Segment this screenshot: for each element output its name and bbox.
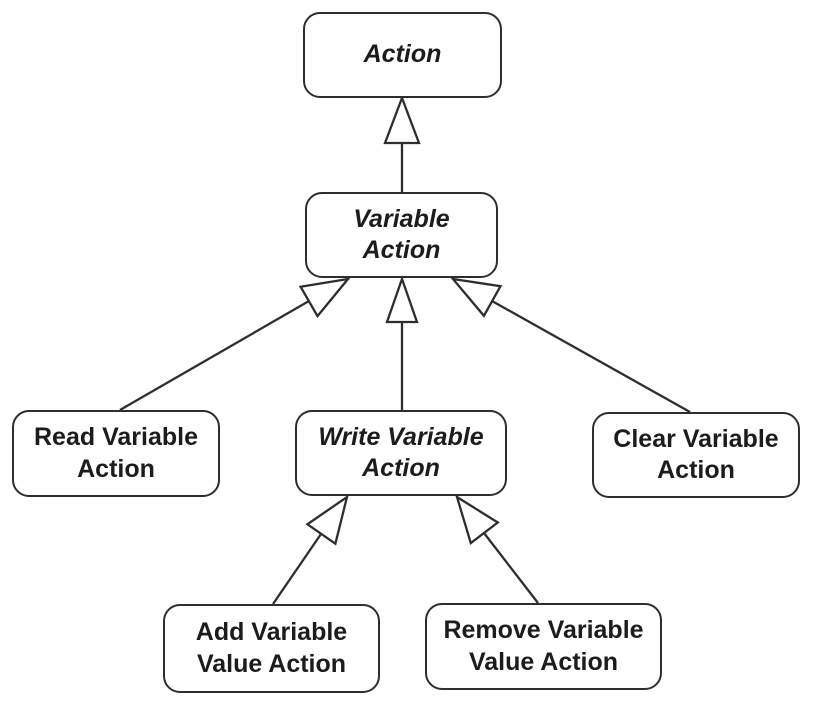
hollow-triangle-arrowhead-icon [383, 94, 421, 145]
node-label-line: Remove Variable [443, 616, 644, 644]
node-label-line: Read Variable [34, 423, 198, 451]
node-add-variable-value-action: Add Variable Value Action [163, 604, 380, 693]
edge-remove-variable-value-action-to-write-variable-action [455, 494, 539, 604]
node-label-line: Action [362, 236, 441, 264]
node-remove-variable-value-action: Remove Variable Value Action [425, 603, 662, 690]
node-variable-action: Variable Action [305, 192, 498, 278]
node-write-variable-action: Write Variable Action [295, 410, 507, 496]
node-action: Action [303, 12, 502, 98]
node-label-line: Value Action [196, 649, 347, 678]
node-label-line: Value Action [468, 647, 619, 676]
node-label-line: Action [362, 454, 440, 482]
node-label-line: Variable [353, 204, 450, 233]
node-label-line: Add Variable [195, 618, 348, 646]
edge-write-variable-action-to-variable-action [385, 275, 419, 410]
hollow-triangle-arrowhead-icon [455, 494, 500, 546]
hollow-triangle-arrowhead-icon [305, 494, 349, 546]
edge-clear-variable-action-to-variable-action [450, 277, 691, 414]
node-label-line: Action [77, 454, 155, 483]
node-label-line: Write Variable [318, 422, 484, 451]
hollow-triangle-arrowhead-icon [385, 275, 419, 324]
node-read-variable-action: Read Variable Action [12, 410, 220, 497]
hollow-triangle-arrowhead-icon [298, 277, 351, 319]
node-label-line: Action [657, 456, 735, 484]
node-label-line: Action [363, 40, 442, 69]
edge-read-variable-action-to-variable-action [119, 277, 351, 411]
node-clear-variable-action: Clear Variable Action [592, 412, 800, 498]
edge-add-variable-value-action-to-write-variable-action [272, 494, 349, 605]
hollow-triangle-arrowhead-icon [450, 277, 503, 318]
node-label-line: Clear Variable [613, 424, 779, 453]
edge-variable-action-to-action [383, 94, 421, 192]
